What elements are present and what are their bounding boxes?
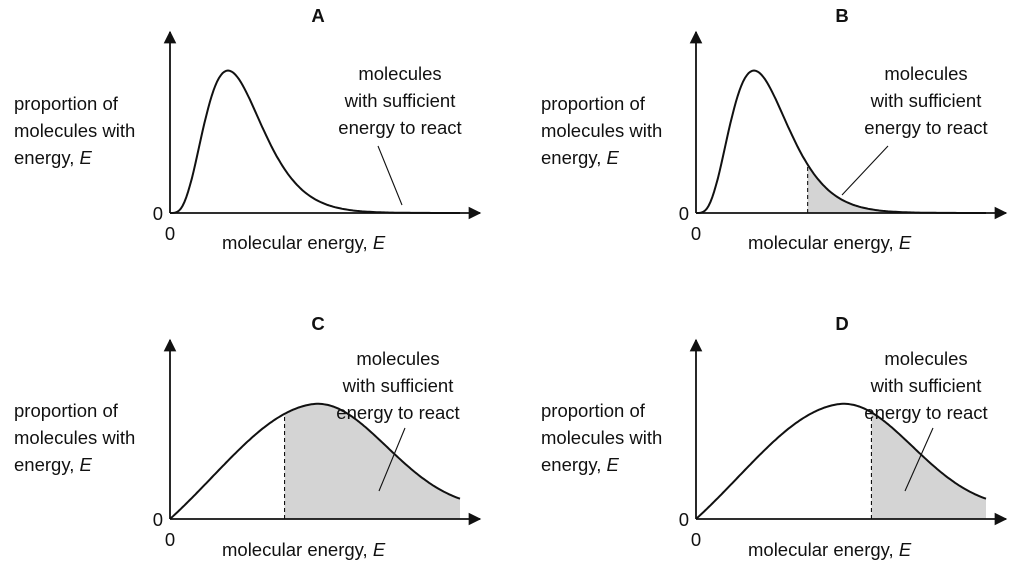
panel-letter: C bbox=[311, 313, 324, 334]
annotation-line: molecules bbox=[356, 348, 439, 369]
annotation-line: molecules bbox=[884, 348, 967, 369]
panel-letter: B bbox=[835, 5, 848, 26]
annotation-line: with sufficient bbox=[342, 375, 454, 396]
distribution-curve bbox=[169, 402, 461, 520]
y-zero-label: 0 bbox=[153, 509, 163, 530]
annotation-line: energy to react bbox=[864, 117, 987, 138]
y-axis-label-line: proportion of bbox=[14, 400, 119, 421]
annotation-line: molecules bbox=[358, 63, 441, 84]
annotation-line: with sufficient bbox=[870, 375, 982, 396]
x-axis-label: molecular energy, E bbox=[748, 539, 912, 560]
annotation-line: molecules bbox=[884, 63, 967, 84]
x-axis-label: molecular energy, E bbox=[222, 232, 386, 253]
y-axis-label-line: molecules with bbox=[541, 120, 662, 141]
annotation-line: energy to react bbox=[336, 402, 459, 423]
annotation-leader bbox=[904, 427, 934, 492]
y-axis-label-line: energy, E bbox=[541, 147, 619, 168]
annotation-line: energy to react bbox=[864, 402, 987, 423]
x-zero-label: 0 bbox=[691, 529, 701, 550]
x-axis-label: molecular energy, E bbox=[748, 232, 912, 253]
distribution-curve bbox=[695, 402, 987, 520]
annotation-line: with sufficient bbox=[870, 90, 982, 111]
x-axis-label: molecular energy, E bbox=[222, 539, 386, 560]
y-axis-label-line: molecules with bbox=[14, 120, 135, 141]
annotation-line: energy to react bbox=[338, 117, 461, 138]
y-axis-label-line: energy, E bbox=[14, 147, 92, 168]
shaded-region bbox=[807, 164, 986, 213]
annotation-leader bbox=[378, 427, 406, 492]
y-zero-label: 0 bbox=[679, 203, 689, 224]
y-axis-label-line: proportion of bbox=[14, 93, 119, 114]
x-zero-label: 0 bbox=[691, 223, 701, 244]
annotation-leader bbox=[841, 145, 889, 196]
y-axis-label-line: energy, E bbox=[14, 454, 92, 475]
panel-letter: D bbox=[835, 313, 848, 334]
x-zero-label: 0 bbox=[165, 223, 175, 244]
y-axis-label-line: molecules with bbox=[541, 427, 662, 448]
shaded-region bbox=[284, 403, 460, 519]
shaded-region bbox=[871, 412, 986, 519]
y-axis-label-line: molecules with bbox=[14, 427, 135, 448]
y-axis-label-line: energy, E bbox=[541, 454, 619, 475]
y-axis-label-line: proportion of bbox=[541, 93, 646, 114]
y-axis-label-line: proportion of bbox=[541, 400, 646, 421]
x-zero-label: 0 bbox=[165, 529, 175, 550]
panel-letter: A bbox=[311, 5, 324, 26]
annotation-leader bbox=[377, 145, 403, 206]
annotation-line: with sufficient bbox=[344, 90, 456, 111]
y-zero-label: 0 bbox=[153, 203, 163, 224]
y-zero-label: 0 bbox=[679, 509, 689, 530]
